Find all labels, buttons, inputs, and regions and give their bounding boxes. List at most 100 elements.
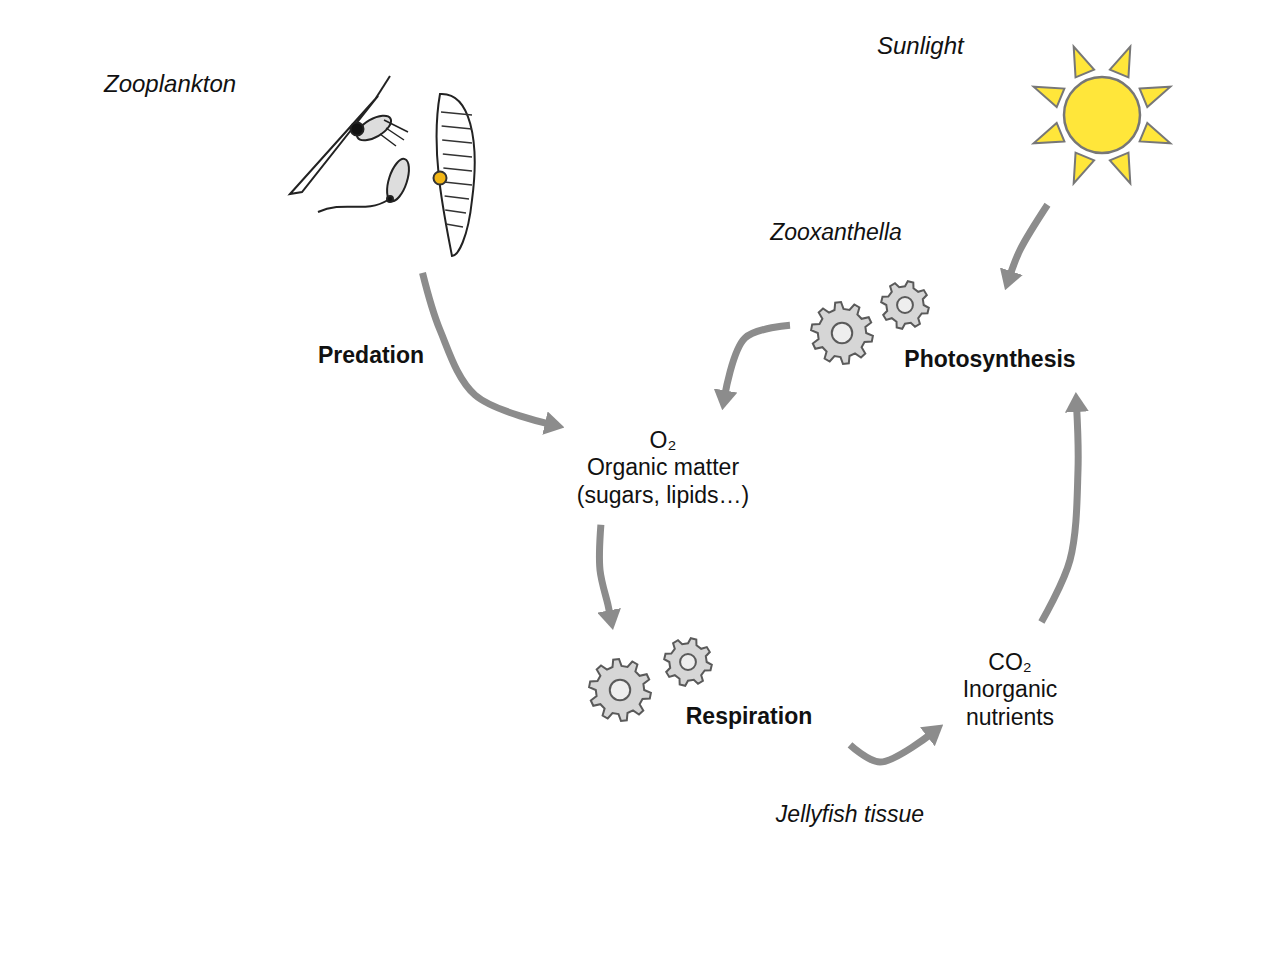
arrow-worm xyxy=(290,96,378,194)
sun-ray xyxy=(1074,153,1094,184)
bell-base xyxy=(62,540,272,590)
node-text: Organic matter (sugars, lipids…) xyxy=(561,454,765,509)
sun-ray xyxy=(1034,123,1065,143)
tentacle xyxy=(72,630,351,935)
flow-arrow xyxy=(1041,406,1078,622)
process-box-outline xyxy=(648,686,850,747)
bell-spot xyxy=(172,393,200,411)
node-text: Respiration xyxy=(686,703,813,731)
oral-arm xyxy=(82,572,168,660)
tentacle xyxy=(72,650,133,905)
worm-line xyxy=(318,200,388,212)
gear-icon xyxy=(881,281,929,329)
sun-ray xyxy=(1110,153,1130,184)
pool-ellipse-outline xyxy=(543,404,783,532)
salp-stripe xyxy=(445,196,469,199)
gear-hub xyxy=(610,680,630,700)
oral-arm xyxy=(24,575,92,657)
sun-ray xyxy=(1110,47,1130,78)
jellyfish-bell xyxy=(39,385,284,560)
process-box: Respiration xyxy=(580,630,850,750)
tissue-circle: PhotosynthesisO₂Organic matter (sugars, … xyxy=(490,193,1182,937)
region-label: Jellyfish tissue xyxy=(680,801,1020,829)
pool-circle: CO₂Inorganic nutrients xyxy=(935,615,1085,765)
text-holder: O₂Organic matter (sugars, lipids…) xyxy=(561,402,765,534)
salp-stripe xyxy=(442,140,472,143)
node-text: Inorganic nutrients xyxy=(947,676,1073,731)
sun-ray xyxy=(1074,47,1094,78)
label-holder: Predation xyxy=(318,342,424,370)
salp-stripe xyxy=(441,112,472,115)
tissue-regions xyxy=(490,0,1266,937)
appendicularian xyxy=(383,156,414,203)
process-box-outline xyxy=(866,327,1114,392)
magnify-arrow xyxy=(340,518,493,573)
zooplankton-circle-outline xyxy=(272,44,504,276)
flow-arrow xyxy=(600,525,611,616)
text-holder: Respiration xyxy=(648,686,850,747)
gear-icon xyxy=(811,302,873,364)
gear-hub xyxy=(832,323,852,343)
salp-stripe xyxy=(446,224,463,227)
jellyfish-tissue-region xyxy=(490,193,1182,937)
pool-ellipse: O₂Organic matter (sugars, lipids…) xyxy=(541,402,785,534)
edge-label: Predation xyxy=(318,342,424,370)
bell-spot xyxy=(137,504,163,532)
text-holder: Jellyfish tissue xyxy=(680,801,1020,829)
salp-stripe xyxy=(442,126,472,129)
magnify-arrow xyxy=(448,518,493,573)
text-holder: CO₂Inorganic nutrients xyxy=(947,615,1073,765)
gear-icon xyxy=(811,302,873,364)
text-holder: Photosynthesis xyxy=(866,327,1114,392)
sun-ray xyxy=(1140,123,1171,143)
sun-drawing xyxy=(1034,47,1171,184)
region-label: Zooxanthella xyxy=(726,219,946,247)
tentacle xyxy=(196,650,270,932)
arrow-worm xyxy=(376,76,390,98)
salp-dot xyxy=(434,172,447,185)
pool-circle-outline xyxy=(937,617,1083,763)
sunlight-circle: Sunlight xyxy=(997,10,1207,220)
tentacle xyxy=(130,655,195,935)
tentacle xyxy=(262,630,351,905)
region-label: Zooplankton xyxy=(104,70,264,99)
bell-spot xyxy=(64,442,88,470)
magnify-arrow xyxy=(340,540,452,551)
flow-arrow xyxy=(725,325,790,396)
region-label: Sunlight xyxy=(877,32,989,61)
zooxanthella-region xyxy=(640,0,1266,654)
sun-disc xyxy=(1064,77,1140,153)
gear-icon xyxy=(589,659,651,721)
gear-icon xyxy=(664,638,712,686)
zooplankton-drawing xyxy=(290,76,475,256)
tissue-circle-outline xyxy=(493,196,1180,935)
zooplankton-circle: Zooplankton xyxy=(270,42,506,278)
bell-spot xyxy=(265,428,279,452)
text-holder: Zooxanthella xyxy=(726,219,946,247)
copepod-eye xyxy=(351,123,364,136)
oral-arm xyxy=(234,544,307,636)
node-text: Photosynthesis xyxy=(904,346,1075,374)
sun-ray xyxy=(1140,87,1171,107)
salp-stripe xyxy=(443,154,472,157)
magnifier-circle xyxy=(272,507,338,573)
gear-icon xyxy=(664,638,712,686)
flow-arrow xyxy=(850,733,932,762)
salp-stripe xyxy=(445,210,466,213)
gear-hub xyxy=(897,297,913,313)
oral-arm xyxy=(24,544,307,660)
node-text: O₂ xyxy=(650,427,677,455)
bell-spot xyxy=(225,455,251,485)
gear-icon xyxy=(881,281,929,329)
salp-stripe xyxy=(443,168,472,171)
sunlight-circle-outline xyxy=(999,12,1205,218)
flow-arrow xyxy=(1009,205,1047,277)
bell-spot xyxy=(72,502,96,530)
bell-spot xyxy=(172,422,200,446)
salp-stripe xyxy=(441,112,472,227)
oral-arm xyxy=(166,566,248,654)
process-box: Photosynthesis xyxy=(790,290,1114,392)
process-box-outline xyxy=(580,630,850,750)
gear-icon xyxy=(589,659,651,721)
